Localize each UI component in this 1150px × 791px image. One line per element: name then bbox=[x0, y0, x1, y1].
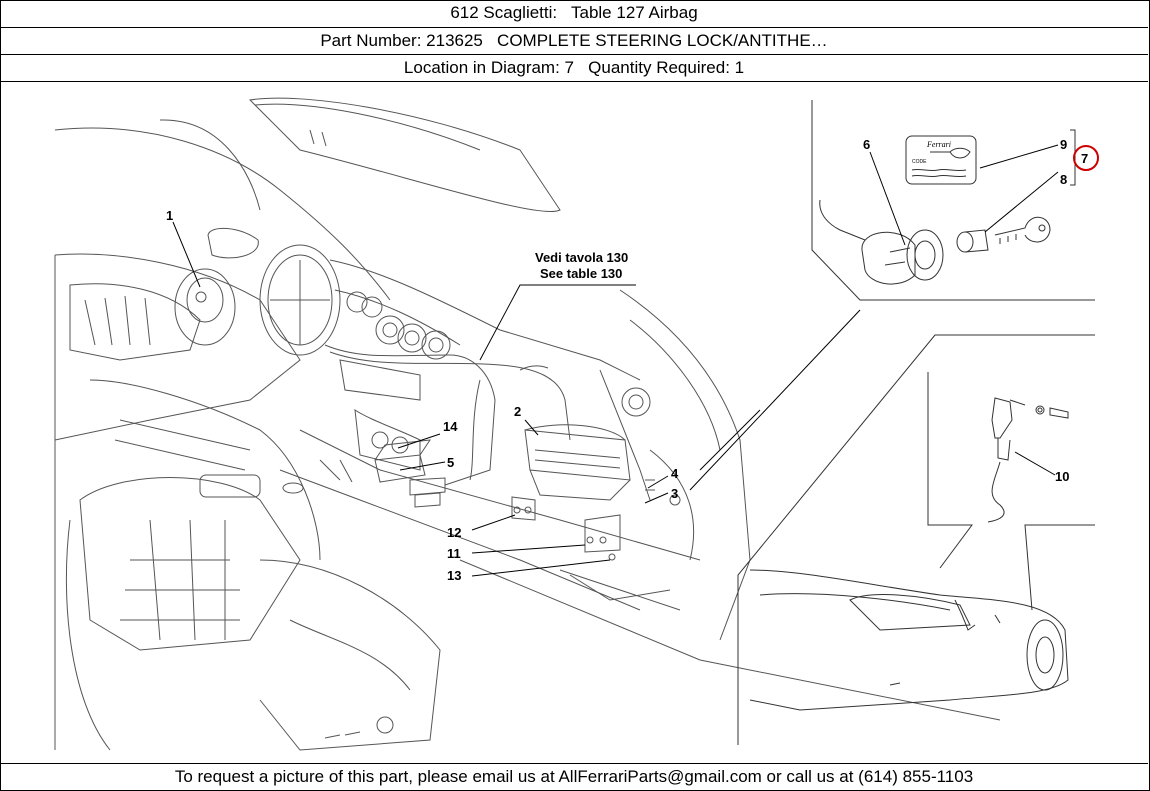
reference-italian: Vedi tavola 130 bbox=[535, 250, 628, 265]
callout-6: 6 bbox=[863, 137, 870, 152]
reference-english: See table 130 bbox=[540, 266, 622, 281]
callout-12: 12 bbox=[447, 525, 461, 540]
card-brand: Ferrari bbox=[926, 140, 951, 149]
lock-detail-panel bbox=[811, 100, 1095, 301]
page-title: 612 Scaglietti: Table 127 Airbag bbox=[0, 0, 1148, 28]
callout-14: 14 bbox=[443, 419, 458, 434]
card-code: CODE bbox=[912, 159, 927, 165]
callout-13: 13 bbox=[447, 568, 461, 583]
part-number-row: Part Number: 213625 COMPLETE STEERING LO… bbox=[0, 28, 1148, 55]
contact-footer: To request a picture of this part, pleas… bbox=[0, 763, 1148, 790]
parts-diagram: 1 2 3 4 5 6 8 9 10 11 12 13 14 Vedi tavo… bbox=[54, 97, 1099, 751]
callout-11: 11 bbox=[447, 546, 461, 561]
car-interior-drawing bbox=[54, 97, 1001, 751]
callout-9: 9 bbox=[1060, 137, 1067, 152]
callout-1: 1 bbox=[166, 208, 173, 223]
callout-5: 5 bbox=[447, 455, 454, 470]
sensor-detail-panel bbox=[737, 334, 1095, 745]
callout-labels: 1 2 3 4 5 6 8 9 10 11 12 13 14 Vedi tavo… bbox=[166, 137, 1099, 583]
callout-3: 3 bbox=[671, 486, 678, 501]
leader-lines bbox=[172, 144, 1059, 577]
callout-7: 7 bbox=[1081, 151, 1088, 166]
highlight-circle bbox=[1073, 145, 1099, 171]
callout-10: 10 bbox=[1055, 469, 1069, 484]
location-row: Location in Diagram: 7 Quantity Required… bbox=[0, 55, 1148, 82]
callout-8: 8 bbox=[1060, 172, 1067, 187]
callout-2: 2 bbox=[514, 404, 521, 419]
callout-4: 4 bbox=[671, 466, 679, 481]
